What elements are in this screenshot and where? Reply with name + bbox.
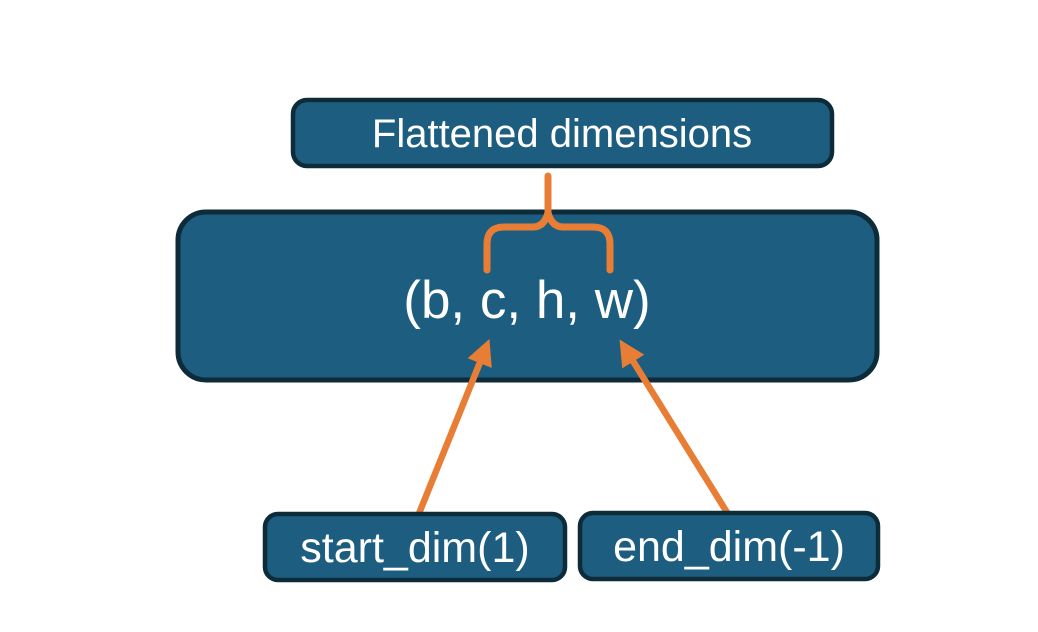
flattened-dimensions-node: Flattened dimensions xyxy=(290,97,835,169)
brace-icon xyxy=(483,209,614,274)
brace-connector xyxy=(483,172,614,274)
end-dim-arrow xyxy=(619,339,731,516)
tensor-box xyxy=(175,209,880,383)
flattened-dimensions-box xyxy=(290,97,835,169)
start-dim-arrow xyxy=(414,338,492,518)
start-dim-box xyxy=(262,511,568,583)
end-dim-label: end_dim(-1) xyxy=(613,523,845,571)
tensor-label: (b, c, h, w) xyxy=(403,271,650,330)
tensor-node: (b, c, h, w) xyxy=(175,209,880,383)
end-dim-node: end_dim(-1) xyxy=(577,510,881,582)
end-dim-box xyxy=(577,510,881,582)
flattened-dimensions-label: Flattened dimensions xyxy=(372,112,752,156)
start-dim-label: start_dim(1) xyxy=(300,524,529,572)
arrows xyxy=(414,338,731,518)
start-dim-node: start_dim(1) xyxy=(262,511,568,583)
